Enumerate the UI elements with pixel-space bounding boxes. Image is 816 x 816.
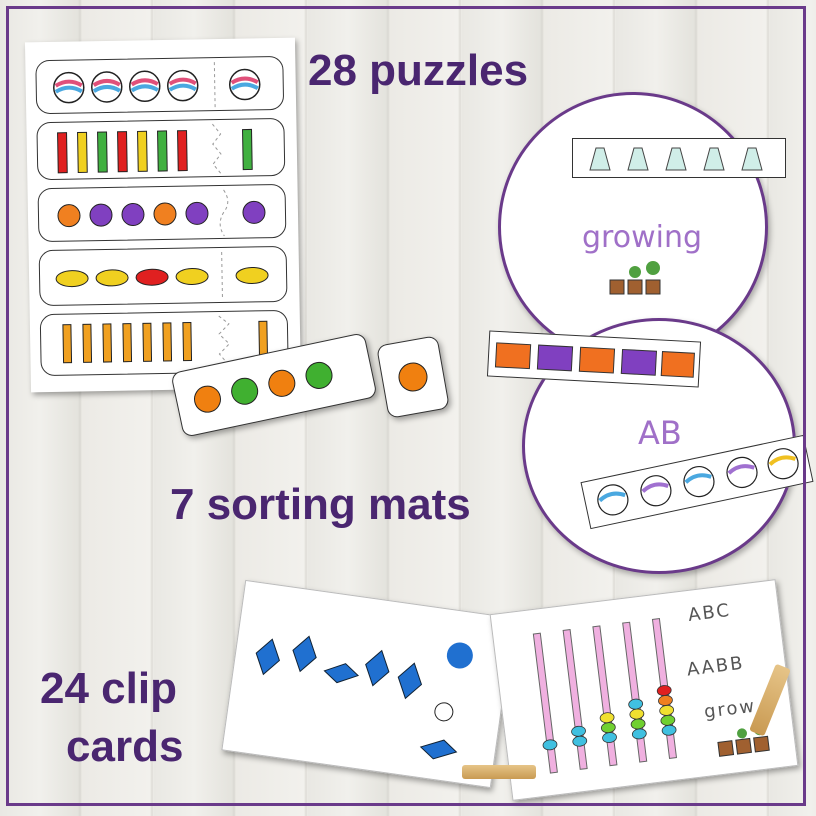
- puzzle-row-cubes: [36, 117, 286, 181]
- mat-strip-blocks: [486, 330, 702, 388]
- mat-strip-marbles: [580, 434, 814, 530]
- marble-icons: [53, 62, 261, 109]
- caption-clip-cards-line1: 24 clip: [40, 664, 177, 713]
- clip-option-abc[interactable]: ABC: [686, 599, 733, 626]
- rhombus-icons: [255, 635, 473, 760]
- flower-icons: [193, 361, 333, 413]
- bear-icons: [57, 189, 266, 237]
- puzzle-piece-flowers: [170, 332, 378, 438]
- puzzle-piece-single: [376, 335, 450, 419]
- caption-clip-cards-line2: cards: [66, 722, 184, 771]
- puzzle-sheet: [24, 37, 302, 393]
- clothespin-bottom[interactable]: [462, 765, 536, 779]
- counter-icons: [55, 251, 269, 300]
- puzzle-row-bears: [37, 183, 287, 243]
- flower-icon: [398, 362, 428, 392]
- clip-option-aabb[interactable]: AABB: [685, 652, 746, 681]
- mat-label-growing: growing: [582, 220, 702, 255]
- sorting-mat-growing: [498, 92, 768, 362]
- marble-icons: [597, 448, 799, 516]
- marble-icon: [434, 702, 454, 722]
- mat-label-ab: AB: [638, 414, 682, 452]
- puzzle-row-counters: [38, 245, 288, 307]
- cube-icons: [57, 123, 253, 175]
- bear-icon: [446, 642, 473, 669]
- bag-icons: [589, 147, 763, 171]
- caption-puzzles: 28 puzzles: [308, 46, 529, 95]
- caption-sorting-mats: 7 sorting mats: [170, 480, 471, 529]
- puzzle-row-marbles: [35, 55, 285, 115]
- plant-pots-icon: [609, 261, 661, 295]
- block-icons: [494, 342, 695, 378]
- mat-strip-bags: [572, 138, 786, 178]
- bead-rods: [532, 618, 678, 774]
- clip-option-grow[interactable]: grow: [702, 695, 758, 723]
- clip-card-shapes: [221, 579, 515, 789]
